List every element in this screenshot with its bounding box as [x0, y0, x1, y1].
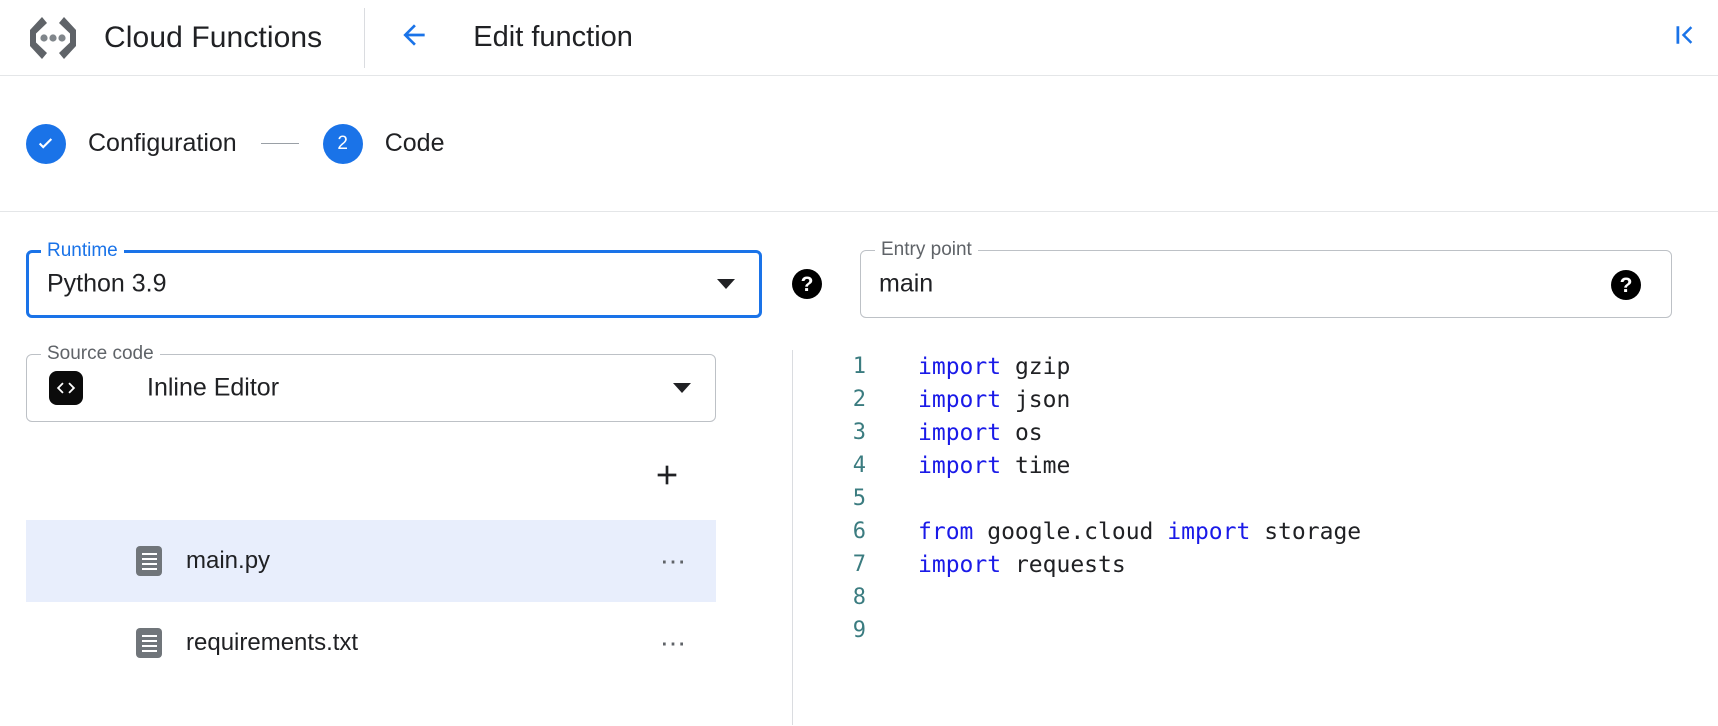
edit-function-body: Runtime Python 3.9 ? Entry point main ? …: [0, 212, 1718, 725]
brand-block[interactable]: Cloud Functions: [0, 0, 322, 75]
file-list: main.py ⋯ requirements.txt ⋯: [26, 520, 716, 684]
collapse-panel-button[interactable]: [1666, 20, 1702, 56]
code-line-text: import requests: [918, 552, 1126, 578]
file-row-main-py[interactable]: main.py ⋯: [26, 520, 716, 602]
file-row-requirements-txt[interactable]: requirements.txt ⋯: [26, 602, 716, 684]
code-token: gzip: [1001, 353, 1071, 380]
code-keyword: import: [918, 452, 1002, 479]
line-number: 8: [852, 585, 866, 610]
step-code-indicator: 2: [322, 123, 363, 164]
code-line-text: from google.cloud import storage: [918, 519, 1361, 545]
plus-icon: [651, 459, 683, 496]
page-title: Edit function: [473, 21, 633, 53]
line-number: 7: [852, 552, 866, 577]
document-icon: [136, 546, 162, 576]
code-line: 6 from google.cloud import storage: [810, 515, 1718, 548]
code-line-text: import json: [918, 387, 1070, 413]
arrow-left-icon: [398, 19, 430, 56]
line-number: 4: [852, 453, 866, 478]
code-token: time: [1001, 452, 1071, 479]
runtime-label: Runtime: [41, 240, 124, 262]
header-divider: [364, 7, 366, 68]
line-number: 5: [852, 486, 866, 511]
code-keyword: from: [918, 518, 974, 545]
code-brackets-icon: [49, 371, 83, 405]
source-code-select[interactable]: Source code Inline Editor: [26, 343, 716, 422]
entry-point-input[interactable]: Entry point main ?: [860, 239, 1672, 318]
code-token: requests: [1001, 551, 1126, 578]
back-button[interactable]: [391, 15, 437, 61]
code-line: 7 import requests: [810, 548, 1718, 581]
source-code-label: Source code: [41, 343, 160, 365]
code-keyword: import: [918, 386, 1002, 413]
code-line: 3 import os: [810, 416, 1718, 449]
document-icon: [136, 628, 162, 658]
code-line: 9: [810, 614, 1718, 647]
wizard-stepper: Configuration 2 Code: [0, 76, 1718, 212]
code-keyword: import: [1167, 518, 1251, 545]
entry-point-label: Entry point: [875, 239, 978, 261]
code-line: 5: [810, 482, 1718, 515]
app-header: Cloud Functions Edit function: [0, 0, 1718, 76]
code-token: os: [1001, 419, 1043, 446]
entry-point-help-icon[interactable]: ?: [1611, 270, 1641, 300]
skip-to-start-icon: [1669, 20, 1699, 55]
code-line: 4 import time: [810, 449, 1718, 482]
step-configuration-indicator: [26, 123, 66, 164]
line-number: 2: [852, 387, 866, 412]
runtime-select[interactable]: Runtime Python 3.9: [26, 240, 762, 318]
code-keyword: import: [918, 353, 1002, 380]
brand-title: Cloud Functions: [104, 20, 323, 54]
cloud-functions-logo-icon: [22, 13, 84, 63]
code-keyword: import: [918, 419, 1002, 446]
line-number: 9: [852, 618, 866, 643]
step-connector: [260, 142, 299, 145]
code-token: google.cloud: [973, 518, 1168, 545]
step-configuration-label: Configuration: [88, 129, 237, 157]
line-number: 3: [852, 420, 866, 445]
code-line: 8: [810, 581, 1718, 614]
file-overflow-menu-button[interactable]: ⋯: [660, 546, 688, 576]
file-name: requirements.txt: [186, 629, 359, 656]
file-name: main.py: [186, 547, 271, 574]
entry-point-value: main: [879, 269, 934, 298]
file-overflow-menu-button[interactable]: ⋯: [660, 628, 688, 658]
runtime-value: Python 3.9: [47, 269, 167, 298]
step-code-label: Code: [384, 129, 445, 157]
add-file-button[interactable]: [650, 460, 684, 494]
code-token: storage: [1250, 518, 1362, 545]
chevron-down-icon[interactable]: [717, 279, 735, 289]
panel-divider: [792, 350, 793, 725]
runtime-help-icon[interactable]: ?: [792, 269, 822, 299]
code-token: json: [1001, 386, 1071, 413]
line-number: 6: [852, 519, 866, 544]
inline-code-editor[interactable]: 1 import gzip 2 import json 3 import os 4 impor…: [810, 350, 1718, 725]
code-keyword: import: [918, 551, 1002, 578]
code-line-text: import os: [918, 420, 1043, 446]
code-line-text: import time: [918, 453, 1070, 479]
code-line-text: import gzip: [918, 354, 1070, 380]
code-line: 2 import json: [810, 383, 1718, 416]
line-number: 1: [852, 354, 866, 379]
step-code[interactable]: 2 Code: [322, 123, 445, 164]
source-code-value: Inline Editor: [147, 373, 280, 402]
code-line: 1 import gzip: [810, 350, 1718, 383]
step-configuration[interactable]: Configuration: [26, 123, 237, 164]
chevron-down-icon[interactable]: [673, 383, 691, 393]
